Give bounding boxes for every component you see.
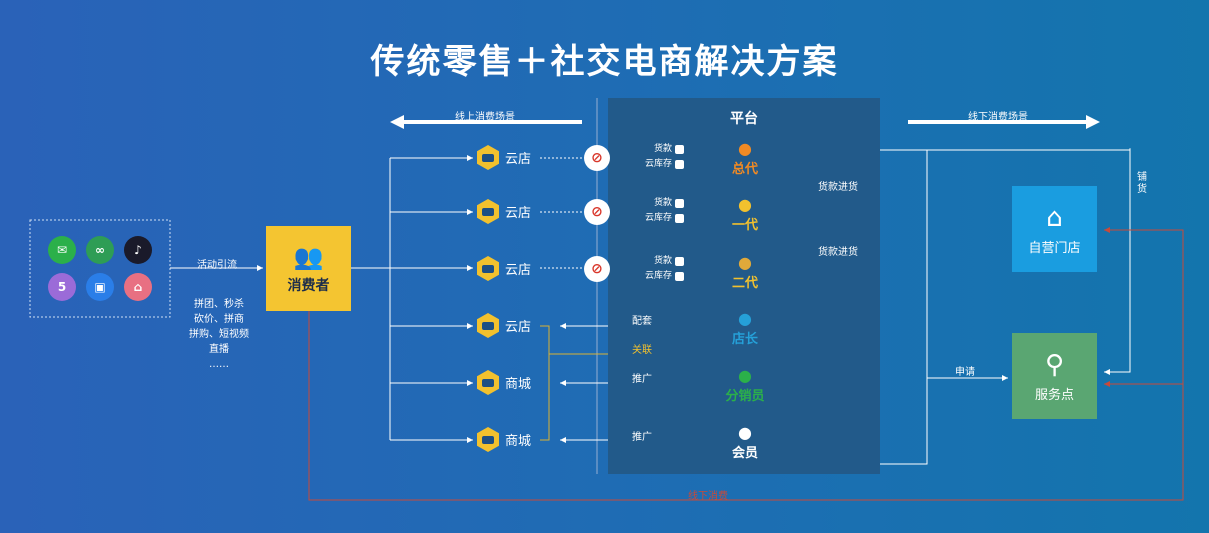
store-label: 云店 xyxy=(505,152,532,167)
role-general-agent: ● 总代 xyxy=(715,139,775,178)
money-bag-icon xyxy=(675,145,685,154)
cloud-store-icon xyxy=(477,256,499,281)
consumer-label: 消费者 xyxy=(287,277,330,294)
cloud-store-icon xyxy=(477,145,499,170)
mini-program-icon: ∞ xyxy=(86,236,114,264)
mall-icon xyxy=(477,427,499,452)
online-scene-label: 线上消费场景 xyxy=(455,112,515,123)
own-store-label: 自营门店 xyxy=(1028,240,1081,256)
tactic-item: 拼购、短视频 xyxy=(189,329,249,340)
money-bag-icon xyxy=(675,199,685,208)
pay-label: 货款 xyxy=(654,256,673,266)
flow-label: 铺货 xyxy=(1137,172,1147,195)
store-item: 云店 xyxy=(477,256,531,281)
role-label: 会员 xyxy=(731,446,758,461)
store-item: 商城 xyxy=(477,370,531,395)
pay-label: 货款 xyxy=(654,198,673,208)
person-icon: ● xyxy=(738,139,752,158)
store-label: 商城 xyxy=(505,377,532,392)
store-item: 云店 xyxy=(477,145,531,170)
consumer-box: 👥 消费者 xyxy=(266,226,351,311)
store-label: 云店 xyxy=(505,206,532,221)
flow-label: 申请 xyxy=(955,367,975,378)
flow-label: 货款进货 xyxy=(818,247,858,258)
store-item: 云店 xyxy=(477,313,531,338)
tactic-item: 砍价、拼商 xyxy=(194,314,244,325)
person-icon: ● xyxy=(738,423,752,442)
consumer-icon: 👥 xyxy=(293,242,324,271)
role-member: ● 会员 xyxy=(715,423,775,462)
cloud-store-icon xyxy=(477,199,499,224)
warehouse-icon xyxy=(675,214,685,223)
flow-label: 推广 xyxy=(632,374,652,385)
platform-title: 平台 xyxy=(730,111,758,127)
role-label: 总代 xyxy=(731,162,758,177)
flow-label: 线下消费 xyxy=(688,491,728,502)
person-icon: ● xyxy=(738,366,752,385)
role-first-agent: ● 一代 xyxy=(715,195,775,234)
store-item: 云店 xyxy=(477,199,531,224)
money-bag-icon xyxy=(675,257,685,266)
tactic-item: 直播 xyxy=(209,344,229,355)
page-title: 传统零售＋社交电商解决方案 xyxy=(370,42,839,82)
store-icon: ⌂ xyxy=(124,273,152,301)
flow-label: 关联 xyxy=(632,345,652,356)
stock-label: 云库存 xyxy=(645,271,673,281)
chain-link-icon: ⊘ xyxy=(584,256,610,282)
role-label: 店长 xyxy=(731,332,758,347)
store-label: 云店 xyxy=(505,263,532,278)
stock-label: 云库存 xyxy=(645,159,673,169)
campaign-label: 活动引流 xyxy=(197,260,237,271)
chain-link-icon: ⊘ xyxy=(584,199,610,225)
person-icon: ● xyxy=(738,309,752,328)
store-label: 云店 xyxy=(505,320,532,335)
store-label: 商城 xyxy=(505,434,532,449)
service-point-box: ⚲ 服务点 xyxy=(1012,333,1097,419)
shop-icon: ⌂ xyxy=(1046,202,1063,233)
stock-label: 云库存 xyxy=(645,213,673,223)
tactic-item: …… xyxy=(209,359,229,370)
flow-label: 配套 xyxy=(632,316,652,327)
chain-link-icon: ⊘ xyxy=(584,145,610,171)
service-point-label: 服务点 xyxy=(1034,387,1074,403)
person-icon: ● xyxy=(738,195,752,214)
flow-label: 货款进货 xyxy=(818,182,858,193)
app-icon: ▣ xyxy=(86,273,114,301)
role-store-manager: ● 店长 xyxy=(715,309,775,348)
platform-panel xyxy=(608,98,880,474)
warehouse-icon xyxy=(675,160,685,169)
own-store-box: ⌂ 自营门店 xyxy=(1012,186,1097,272)
role-label: 二代 xyxy=(731,276,758,291)
role-label: 一代 xyxy=(731,218,758,233)
pay-label: 货款 xyxy=(654,144,673,154)
html5-icon: 5 xyxy=(48,273,76,301)
person-icon: ● xyxy=(738,253,752,272)
flow-label: 推广 xyxy=(632,432,652,443)
tactic-item: 拼团、秒杀 xyxy=(194,299,244,310)
pay-stock-group: 货款 云库存 xyxy=(645,254,685,284)
role-distributor: ● 分销员 xyxy=(715,366,775,405)
cloud-store-icon xyxy=(477,313,499,338)
role-label: 分销员 xyxy=(725,389,765,404)
pay-stock-group: 货款 云库存 xyxy=(645,196,685,226)
store-item: 商城 xyxy=(477,427,531,452)
tactics-list: 拼团、秒杀 砍价、拼商 拼购、短视频 直播 …… xyxy=(183,297,255,372)
warehouse-icon xyxy=(675,272,685,281)
location-pin-icon: ⚲ xyxy=(1044,349,1065,380)
offline-scene-label: 线下消费场景 xyxy=(968,112,1028,123)
wechat-icon: ✉ xyxy=(48,236,76,264)
pay-stock-group: 货款 云库存 xyxy=(645,142,685,172)
mall-icon xyxy=(477,370,499,395)
douyin-icon: ♪ xyxy=(124,236,152,264)
role-second-agent: ● 二代 xyxy=(715,253,775,292)
